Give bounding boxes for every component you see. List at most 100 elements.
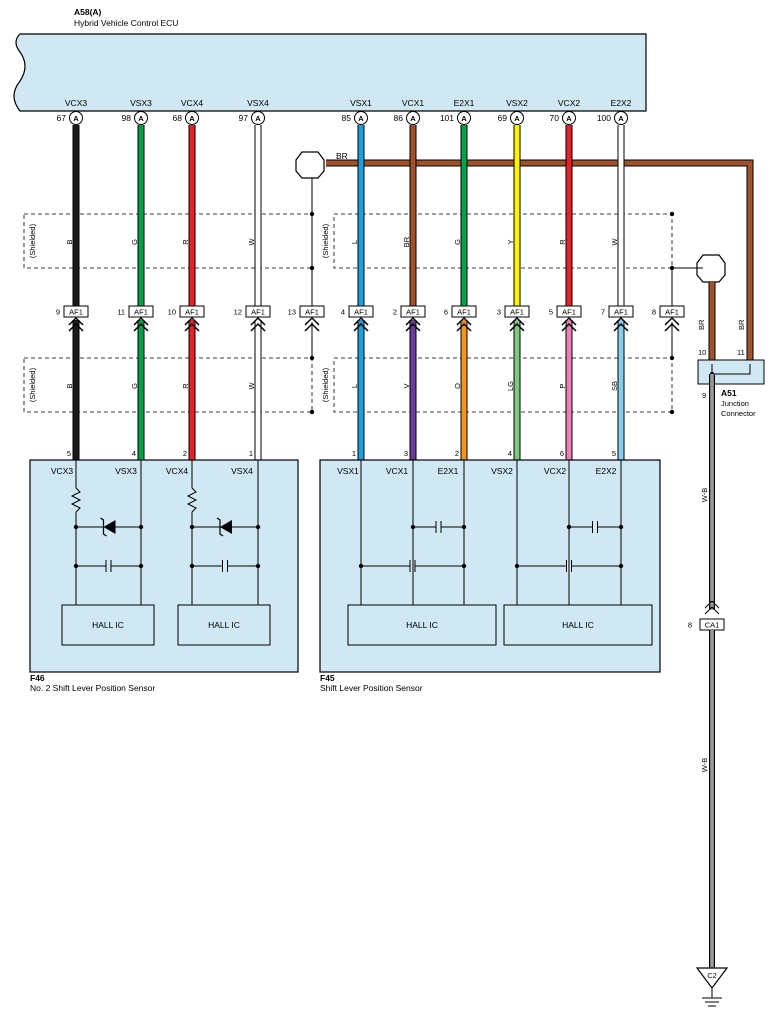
af1-name: AF1 <box>354 308 368 317</box>
ecu-pin-label: VSX4 <box>247 98 269 108</box>
sensor-pin-number: 5 <box>67 449 71 458</box>
ecu-pin-number: 98 <box>122 113 132 123</box>
shield-drain-octagon-2 <box>696 254 726 283</box>
af1-pin-number: 8 <box>652 308 656 317</box>
af1-name: AF1 <box>510 308 524 317</box>
sensor-terminal-label: E2X1 <box>438 466 459 476</box>
wire-upper-color-label: W <box>247 238 256 246</box>
ecu-pin-number: 70 <box>550 113 560 123</box>
af1-connector: AF1 9 <box>56 305 89 332</box>
af1-pin-number: 13 <box>288 308 296 317</box>
af1-name: AF1 <box>69 308 83 317</box>
sensor-pin-number: 2 <box>455 449 459 458</box>
hall-ic-label: HALL IC <box>406 620 438 630</box>
wire-lower-color-label: SB <box>610 381 619 391</box>
ecu-pin-label: VSX2 <box>506 98 528 108</box>
sensor-pin-number: 1 <box>352 449 356 458</box>
sensor-terminal-label: VCX4 <box>166 466 188 476</box>
ecu-connector-letter: A <box>358 114 364 123</box>
ecu-connector-letter: A <box>618 114 624 123</box>
af1-name: AF1 <box>305 308 319 317</box>
sensor-pin-number: 4 <box>508 449 512 458</box>
ground-bus-color-label: BR <box>336 151 348 161</box>
wire-upper-color-label: Y <box>506 239 515 244</box>
sensor-pin-number: 3 <box>404 449 408 458</box>
wire-upper-color-label: G <box>453 239 462 245</box>
hall-ic-box <box>347 604 497 646</box>
ecu-connector-letter: A <box>566 114 572 123</box>
af1-pin-number: 6 <box>444 308 448 317</box>
junction-bridge <box>711 364 751 375</box>
junction-pin-10: 10 <box>698 348 706 357</box>
sensor-pin-number: 2 <box>183 449 187 458</box>
sensor-pin-number: 4 <box>132 449 136 458</box>
af1-pin-number: 3 <box>497 308 501 317</box>
af1-name: AF1 <box>614 308 628 317</box>
ground-bus: BR <box>326 151 754 360</box>
wb-label-lower: W-B <box>700 758 709 772</box>
ecu-connector-circle <box>510 111 524 125</box>
af1-pin-number: 9 <box>56 308 60 317</box>
ecu-pin-label: E2X2 <box>611 98 632 108</box>
sensor-f45-name: Shift Lever Position Sensor <box>320 683 423 693</box>
sensor-f46-name: No. 2 Shift Lever Position Sensor <box>30 683 155 693</box>
af1-pin-number: 7 <box>601 308 605 317</box>
af1-pin-number: 11 <box>117 308 125 317</box>
sensor-terminal-label: VSX4 <box>231 466 253 476</box>
ecu-pin-number: 101 <box>440 113 454 123</box>
shield-lower-right <box>333 357 673 413</box>
ca1-pin: 8 <box>688 621 692 630</box>
wire-upper-color-label: B <box>65 239 74 244</box>
ecu-pin-number: 100 <box>597 113 611 123</box>
sensor-pin-number: 6 <box>560 449 564 458</box>
ecu-pin-number: 85 <box>342 113 352 123</box>
ecu-pin-label: E2X1 <box>454 98 475 108</box>
wire-lower-color-label: B <box>65 383 74 388</box>
wire-upper-color-label: W <box>610 238 619 246</box>
junction-wire-left-label: BR <box>697 319 706 330</box>
ecu-pin-label: VCX3 <box>65 98 87 108</box>
ecu-connector-letter: A <box>410 114 416 123</box>
ecu-connector-circle <box>562 111 576 125</box>
shield-label-ll: (Shielded) <box>28 367 37 402</box>
af1-name: AF1 <box>185 308 199 317</box>
ecu-pin-number: 68 <box>173 113 183 123</box>
af1-name: AF1 <box>406 308 420 317</box>
shield-label-ul: (Shielded) <box>28 223 37 258</box>
shield-label-ur: (Shielded) <box>321 223 330 258</box>
af1-pin-number: 2 <box>393 308 397 317</box>
wire-lower-color-label: G <box>130 383 139 389</box>
ecu-connector-circle <box>354 111 368 125</box>
ecu-pin-label: VCX2 <box>558 98 580 108</box>
wire-lower-color-label: O <box>453 383 462 389</box>
af1-connector: AF1 7 <box>601 305 634 332</box>
hall-ic-label: HALL IC <box>208 620 240 630</box>
sensor-pin-number: 5 <box>612 449 616 458</box>
ecu-connector-letter: A <box>255 114 261 123</box>
shield-drain-octagon-1 <box>295 151 325 179</box>
af1-connector: AF1 6 <box>444 305 477 332</box>
ecu-pin-label: VCX4 <box>181 98 203 108</box>
af1-pin-number: 4 <box>341 308 345 317</box>
ecu-connector-letter: A <box>461 114 467 123</box>
af1-connector: AF1 3 <box>497 305 530 332</box>
sensor-terminal-label: E2X2 <box>596 466 617 476</box>
hall-ic-label: HALL IC <box>562 620 594 630</box>
ecu-connector-circle <box>134 111 148 125</box>
wire-upper-color-label: R <box>558 239 567 245</box>
sensor-terminal-label: VSX1 <box>337 466 359 476</box>
wire-upper-color-label: G <box>130 239 139 245</box>
hall-ic-box <box>177 604 271 646</box>
af1-name: AF1 <box>457 308 471 317</box>
junction-wire-right-label: BR <box>737 319 746 330</box>
sensor-f46-code: F46 <box>30 673 45 683</box>
ecu-connector-circle <box>185 111 199 125</box>
